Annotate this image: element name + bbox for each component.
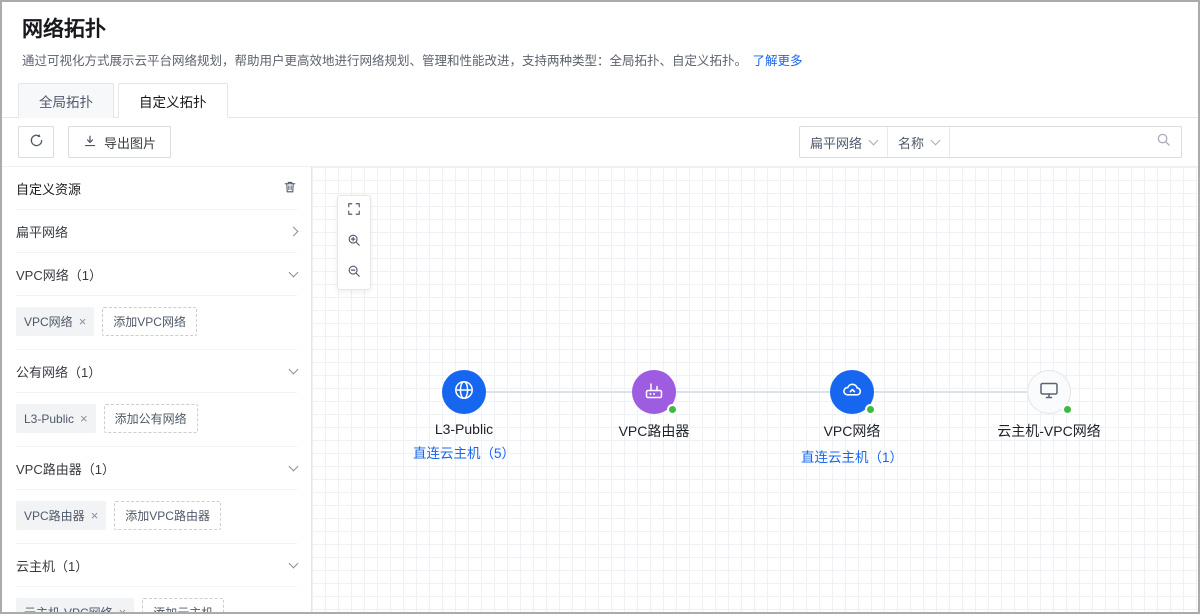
resource-tag-vpc-network[interactable]: VPC网络 × [16, 307, 95, 336]
tag-label: VPC网络 [24, 315, 73, 329]
fit-view-button[interactable] [338, 196, 370, 227]
tag-close-icon[interactable]: × [80, 411, 88, 426]
sidebar-group-flat-network[interactable]: 扁平网络 [16, 210, 299, 253]
topology-tabbar: 全局拓扑 自定义拓扑 [2, 82, 1198, 118]
panel-header: 自定义资源 [16, 167, 297, 210]
chevron-down-icon [288, 267, 299, 278]
network-type-value: 扁平网络 [809, 135, 862, 151]
monitor-icon [1037, 378, 1061, 407]
chevron-right-icon [288, 226, 299, 236]
page-header: 网络拓扑 通过可视化方式展示云平台网络规划，帮助用户更高效地进行网络规划、管理和… [2, 2, 1198, 70]
tag-close-icon[interactable]: × [119, 606, 127, 612]
network-cloud-icon [840, 378, 864, 407]
panel-title: 自定义资源 [16, 181, 82, 197]
zoom-out-button[interactable] [338, 258, 370, 289]
group-label: VPC路由器（1） [16, 461, 115, 477]
node-l3-public[interactable]: L3-Public 直连云主机（5） [379, 370, 549, 463]
search-box [949, 127, 1181, 157]
group-label: VPC网络（1） [16, 267, 102, 283]
page-title: 网络拓扑 [22, 18, 106, 41]
trash-icon [283, 180, 297, 197]
sidebar-group-vpc-router[interactable]: VPC路由器（1） [16, 447, 299, 490]
filter-group: 扁平网络 名称 [798, 126, 1182, 158]
refresh-button[interactable] [18, 126, 54, 158]
vpc-router-node-circle[interactable] [632, 370, 678, 415]
tab-custom-topology[interactable]: 自定义拓扑 [118, 83, 228, 118]
group-label: 公有网络（1） [16, 364, 102, 380]
add-vpc-router-button[interactable]: 添加VPC路由器 [114, 501, 221, 530]
fit-view-icon [347, 202, 361, 221]
resource-tag-vm[interactable]: 云主机-VPC网络 × [16, 598, 135, 612]
tab-global-topology[interactable]: 全局拓扑 [18, 83, 114, 118]
node-vpc-network[interactable]: VPC网络 直连云主机（1） [767, 370, 937, 467]
search-field-value: 名称 [897, 135, 924, 151]
direct-vm-link[interactable]: 直连云主机（1） [800, 450, 903, 465]
vpc-network-tags: VPC网络 × 添加VPC网络 [16, 296, 297, 350]
network-type-select[interactable]: 扁平网络 [800, 127, 887, 157]
status-running-dot [667, 404, 678, 415]
tag-label: VPC路由器 [24, 509, 85, 523]
status-running-dot [1062, 404, 1073, 415]
public-network-tags: L3-Public × 添加公有网络 [16, 393, 297, 447]
search-input[interactable] [960, 127, 1156, 157]
chevron-down-icon [288, 364, 299, 375]
clear-resources-button[interactable] [283, 180, 297, 197]
vm-node-circle[interactable] [1027, 370, 1073, 415]
chevron-down-icon [868, 135, 879, 146]
refresh-icon [29, 133, 44, 151]
router-icon [642, 378, 666, 407]
learn-more-link[interactable]: 了解更多 [752, 54, 803, 68]
public-network-node-circle[interactable] [442, 370, 486, 414]
chevron-down-icon [288, 558, 299, 569]
resource-tag-l3-public[interactable]: L3-Public × [16, 404, 96, 433]
zoom-in-icon [347, 233, 361, 252]
globe-icon [452, 378, 476, 407]
toolbar: 导出图片 扁平网络 名称 [2, 118, 1198, 166]
status-running-dot [865, 404, 876, 415]
page-description-text: 通过可视化方式展示云平台网络规划，帮助用户更高效地进行网络规划、管理和性能改进，… [22, 54, 748, 68]
export-image-label: 导出图片 [104, 135, 157, 151]
sidebar-group-vm[interactable]: 云主机（1） [16, 544, 299, 587]
chevron-down-icon [930, 135, 941, 146]
resource-tag-vpc-router[interactable]: VPC路由器 × [16, 501, 107, 530]
node-label: 云主机-VPC网络 [997, 423, 1101, 439]
add-public-network-button[interactable]: 添加公有网络 [103, 404, 198, 433]
topology-canvas[interactable]: L3-Public 直连云主机（5） [312, 167, 1198, 612]
sidebar-group-public-network[interactable]: 公有网络（1） [16, 350, 299, 393]
download-icon [83, 134, 97, 151]
vm-tags: 云主机-VPC网络 × 添加云主机 [16, 587, 297, 612]
node-label: VPC路由器 [618, 423, 690, 439]
zoom-controls [337, 195, 371, 290]
vpc-router-tags: VPC路由器 × 添加VPC路由器 [16, 490, 297, 544]
tag-label: L3-Public [24, 411, 75, 426]
chevron-down-icon [288, 461, 299, 472]
topology-edge [464, 391, 1049, 393]
group-label: 扁平网络 [16, 224, 69, 240]
add-vpc-network-button[interactable]: 添加VPC网络 [102, 307, 197, 336]
node-vm[interactable]: 云主机-VPC网络 [964, 370, 1134, 441]
custom-resource-panel: 自定义资源 扁平网络 VPC网络（1） VP [2, 167, 312, 612]
vpc-network-node-circle[interactable] [830, 370, 876, 415]
search-icon[interactable] [1156, 132, 1171, 152]
content-area: 自定义资源 扁平网络 VPC网络（1） VP [2, 166, 1198, 612]
zoom-out-icon [347, 264, 361, 283]
tag-label: 云主机-VPC网络 [24, 604, 113, 612]
node-label: VPC网络 [823, 423, 881, 439]
export-image-button[interactable]: 导出图片 [68, 126, 172, 158]
zoom-in-button[interactable] [338, 227, 370, 258]
search-field-select[interactable]: 名称 [886, 127, 949, 157]
node-label: L3-Public [434, 421, 494, 437]
tag-close-icon[interactable]: × [78, 314, 87, 329]
tag-close-icon[interactable]: × [90, 508, 99, 523]
sidebar-group-vpc-network[interactable]: VPC网络（1） [16, 253, 299, 296]
add-vm-button[interactable]: 添加云主机 [142, 598, 225, 612]
node-vpc-router[interactable]: VPC路由器 [569, 370, 739, 441]
page-description: 通过可视化方式展示云平台网络规划，帮助用户更高效地进行网络规划、管理和性能改进，… [22, 52, 1178, 70]
direct-vm-link[interactable]: 直连云主机（5） [412, 446, 515, 461]
group-label: 云主机（1） [16, 558, 89, 574]
